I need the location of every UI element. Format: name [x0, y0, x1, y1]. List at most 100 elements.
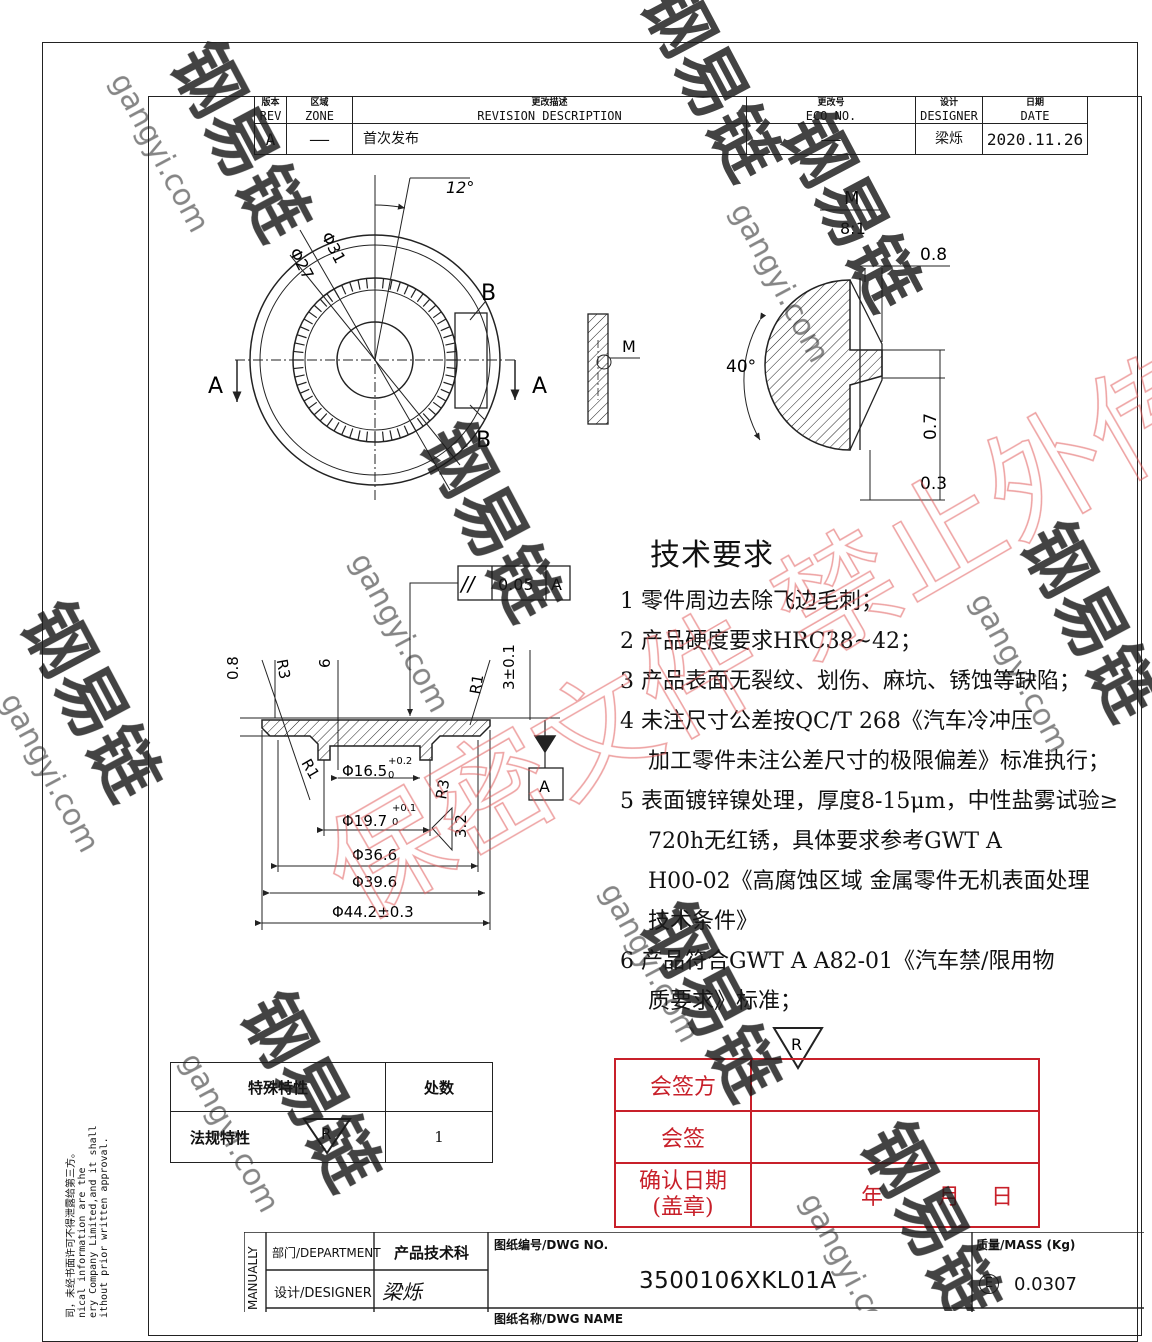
- serration-tooth: [445, 374, 456, 378]
- serration-tooth: [365, 278, 369, 289]
- serration-tooth: [349, 281, 354, 292]
- eco-value: ——: [746, 123, 916, 155]
- serration-tooth: [432, 401, 442, 409]
- regulatory-marker: R: [772, 1027, 824, 1070]
- serration-tooth: [333, 422, 340, 432]
- tech-item-5-cont1: 720h无红锈，具体要求参考GWT A: [648, 829, 1002, 854]
- serration-tooth: [303, 395, 313, 402]
- signoff-party-field[interactable]: [750, 1058, 1040, 1112]
- svg-text:R: R: [321, 1125, 331, 1143]
- sec-dim-32: 3.2: [452, 814, 470, 838]
- serration-tooth: [432, 311, 442, 319]
- serration-tooth: [389, 430, 393, 441]
- serration-tooth: [428, 407, 437, 416]
- serration-tooth: [319, 298, 328, 307]
- serration-tooth: [440, 388, 451, 394]
- serration-tooth: [349, 428, 354, 439]
- serration-tooth: [443, 334, 454, 339]
- serration-tooth: [422, 413, 431, 422]
- serration-tooth: [299, 388, 310, 394]
- serration-tooth: [422, 298, 431, 307]
- sec-r3-left: R3: [273, 658, 294, 681]
- signoff-table: 会签方 会签 确认日期 (盖章) 年 月 日: [614, 1058, 1040, 1228]
- serration-tooth: [443, 381, 454, 386]
- serration-tooth: [293, 366, 304, 370]
- spec-header-name: 特殊特性: [170, 1062, 386, 1112]
- detail-dim-08: 0.8: [920, 245, 947, 265]
- serration-tooth: [296, 334, 307, 339]
- sec-d165-tol-upper: +0.2: [388, 756, 412, 767]
- serration-tooth: [303, 318, 313, 325]
- signoff-date-label: 确认日期 (盖章): [614, 1162, 752, 1228]
- signoff-sign-label: 会签: [614, 1110, 752, 1164]
- serration-tooth: [313, 407, 322, 416]
- serration-tooth: [299, 326, 310, 332]
- sec-dim-6: 6: [316, 658, 334, 668]
- parallelism-symbol: //: [459, 572, 477, 596]
- serration-tooth: [294, 342, 305, 346]
- serration-tooth: [381, 431, 385, 442]
- serration-tooth: [294, 374, 305, 378]
- year-label: 年: [860, 1185, 883, 1210]
- spec-row-symbol: R: [269, 1111, 386, 1163]
- confidentiality-notice: 司，未经书面许可不得泄露给第三方。 nical information are …: [66, 1125, 110, 1318]
- sec-d366: Φ36.6: [352, 846, 397, 864]
- manually-label: MANUALLY: [246, 1246, 260, 1310]
- serration-tooth: [293, 350, 304, 354]
- month-label: 月: [937, 1185, 960, 1210]
- technical-requirements: 技术要求 1 零件周边去除飞边毛刺； 2 产品硬度要求HRC38~42； 3 产…: [620, 530, 1118, 1022]
- sec-d442: Φ44.2±0.3: [332, 903, 414, 921]
- regulatory-triangle-icon: R: [302, 1118, 352, 1155]
- serration-tooth: [341, 425, 347, 436]
- side-view-m-label: M: [622, 337, 636, 356]
- detail-m-view: [743, 209, 950, 501]
- sec-d197-tol-upper: +0.1: [392, 803, 416, 814]
- designer-value: 梁烁: [915, 123, 983, 155]
- sec-d197: Φ19.7: [342, 812, 387, 830]
- sec-d165-tol-lower: 0: [388, 770, 394, 781]
- serration-tooth: [396, 428, 401, 439]
- serration-tooth: [416, 293, 424, 303]
- serration-tooth: [428, 304, 437, 313]
- department-label: 部门/DEPARTMENT: [272, 1246, 381, 1260]
- tech-item-2: 2 产品硬度要求HRC38~42；: [620, 629, 922, 654]
- sec-dim-3: 3±0.1: [500, 644, 518, 690]
- serration-tooth: [403, 425, 409, 436]
- sec-r1-right: R1: [466, 673, 487, 696]
- mass-value: 0.0307: [1014, 1274, 1077, 1295]
- tech-item-1: 1 零件周边去除飞边毛刺；: [620, 589, 883, 614]
- serration-tooth: [389, 279, 393, 290]
- serration-tooth: [319, 413, 328, 422]
- dwg-no-value: 3500106XKL01A: [639, 1268, 837, 1294]
- parallelism-datum: A: [551, 575, 562, 594]
- serration-tooth: [326, 417, 334, 427]
- special-characteristics-table: 特殊特性 处数 法规特性 R 1: [170, 1062, 493, 1163]
- tech-item-5-cont3: 技术条件》: [648, 909, 759, 934]
- serration-tooth: [357, 430, 361, 441]
- spec-header-count: 处数: [385, 1062, 493, 1112]
- serration-tooth: [440, 326, 451, 332]
- side-view: [587, 313, 640, 425]
- section-b-bottom: B: [476, 428, 491, 453]
- svg-text:R: R: [791, 1035, 802, 1054]
- top-view: [232, 175, 520, 500]
- tech-item-6-cont: 质要求》标准；: [648, 989, 803, 1014]
- sec-d165: Φ16.5: [342, 762, 387, 780]
- technical-drawing: 12° Φ31 Φ27 A A B B M: [208, 175, 950, 1070]
- detail-dim-07: 0.7: [921, 413, 941, 440]
- signoff-party-label: 会签方: [614, 1058, 752, 1112]
- tech-item-4: 4 未注尺寸公差按QC/T 268《汽车冷冲压: [620, 709, 1033, 734]
- sec-r3-mid: R3: [432, 778, 453, 801]
- signoff-sign-field[interactable]: [750, 1110, 1040, 1164]
- sec-dim-08: 0.8: [224, 656, 242, 680]
- dwg-no-label: 图纸编号/DWG NO.: [494, 1238, 609, 1252]
- section-a-left: A: [208, 374, 223, 399]
- signoff-date-field[interactable]: 年 月 日: [750, 1162, 1040, 1228]
- tech-item-6: 6 产品符合GWT A A82-01《汽车禁/限用物: [620, 949, 1055, 974]
